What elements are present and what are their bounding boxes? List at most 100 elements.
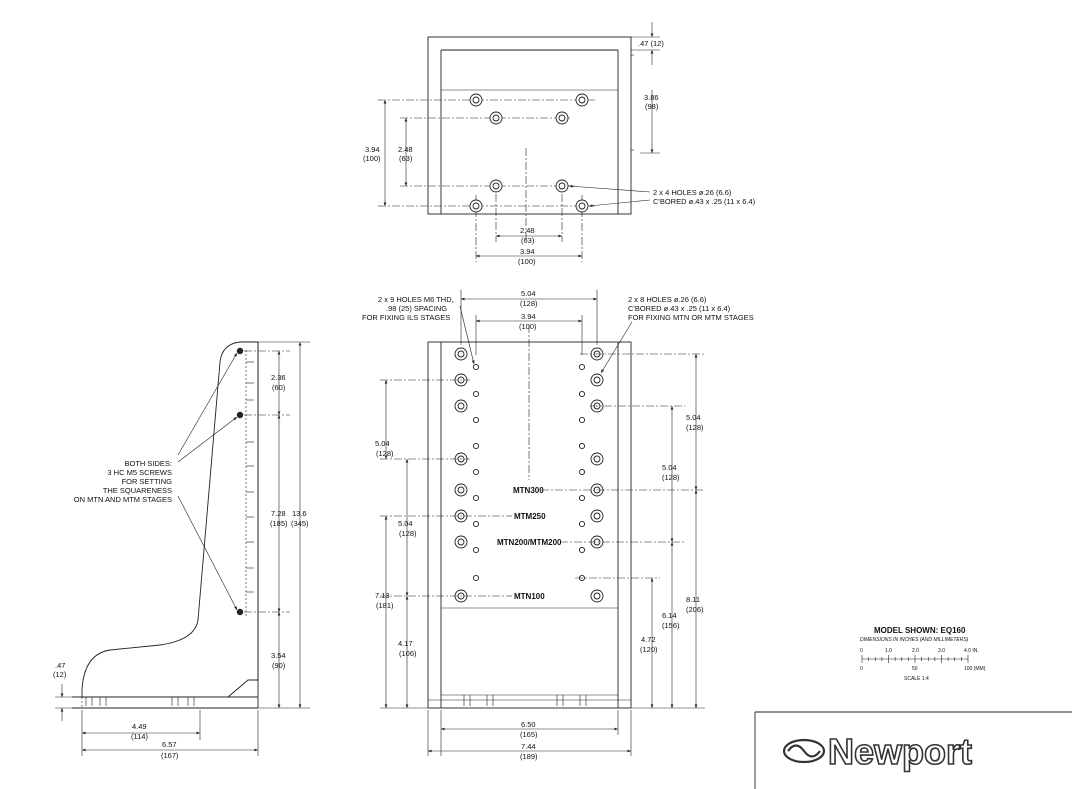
side-note-5: ON MTN AND MTM STAGES	[74, 495, 172, 504]
stage-label-mtn200-mtm200: MTN200/MTM200	[497, 538, 562, 547]
top-hole-note-1: 2 x 4 HOLES ø.26 (6.6)	[653, 188, 732, 197]
scale-inch-tick-4: 4.0 IN.	[964, 648, 979, 654]
dim-span-inner: 3.94	[521, 312, 536, 321]
dim-right-big: 8.11	[686, 595, 700, 604]
title-block: Newport	[754, 711, 1072, 789]
ils-thread-hole	[472, 442, 480, 450]
dim-width-inner-mm: (63)	[521, 236, 535, 245]
scale-inch-tick-1: 1.0	[885, 648, 892, 654]
cbored-hole	[590, 589, 604, 603]
cbored-hole	[454, 347, 468, 361]
scale-inch-tick-3: 3.0	[938, 648, 945, 654]
scale-mm-tick-2: 100 (MM)	[964, 666, 986, 672]
dim-right-top-mm: (128)	[686, 423, 704, 432]
dim-depth: 3.86	[644, 93, 659, 102]
dim-bottom-inner: 6.50	[521, 720, 536, 729]
top-view: .47 (12) 3.86 (98) 3.94 (100) 2.48 (63) …	[363, 22, 756, 266]
top-hole-note-2: C'BORED ø.43 x .25 (11 x 6.4)	[653, 197, 756, 206]
dim-right-mid2: 6.14	[662, 611, 677, 620]
scale-bar	[861, 655, 969, 663]
dim-right-big-mm: (206)	[686, 605, 704, 614]
side-note-4: THE SQUARENESS	[103, 486, 172, 495]
dim-side-low-seg-mm: (90)	[272, 661, 286, 670]
side-screw	[236, 608, 244, 616]
stage-label-mtm250: MTM250	[514, 512, 546, 521]
side-screw-ticks	[246, 361, 254, 593]
dim-height-outer-mm: (100)	[363, 154, 381, 163]
ils-thread-hole	[578, 546, 586, 554]
newport-logo-icon	[782, 738, 826, 764]
side-screw	[236, 411, 244, 419]
dim-height-inner: 2.48	[398, 145, 413, 154]
dim-left-mid-mm: (128)	[399, 529, 417, 538]
cbored-hole	[454, 399, 468, 413]
dim-side-total: 13.6	[292, 509, 307, 518]
side-note-2: 3 HC M5 SCREWS	[107, 468, 172, 477]
ils-thread-hole	[578, 442, 586, 450]
stage-label-mtn100: MTN100	[514, 592, 545, 601]
dim-side-mid-seg: 7.28	[271, 509, 286, 518]
dim-right-mid: 5.04	[662, 463, 677, 472]
cbored-hole	[590, 509, 604, 523]
dim-side-low-seg: 3.54	[271, 651, 286, 660]
cbored-hole	[590, 373, 604, 387]
side-screw	[236, 347, 244, 355]
top-hole	[555, 111, 569, 125]
dim-left-low: 4.17	[398, 639, 413, 648]
scale-mm-tick-1: 50	[912, 666, 918, 672]
dim-side-foot: .47	[55, 661, 65, 670]
top-hole	[575, 93, 589, 107]
dim-side-base-outer-mm: (167)	[161, 751, 179, 760]
top-hole	[469, 93, 483, 107]
front-note-right-2: C'BORED ø.43 x .25 (11 x 6.4)	[628, 304, 731, 313]
cbored-hole	[454, 483, 468, 497]
dim-right-low-mm: (120)	[640, 645, 658, 654]
dim-span-top: 5.04	[521, 289, 536, 298]
dim-left-big-mm: (181)	[376, 601, 394, 610]
ils-thread-hole	[578, 520, 586, 528]
ils-thread-hole	[472, 468, 480, 476]
front-feet	[463, 695, 587, 706]
scale-inch-tick-0: 0	[860, 648, 863, 654]
dim-depth-mm: (98)	[645, 102, 659, 111]
ils-thread-hole	[472, 416, 480, 424]
dim-bottom-outer: 7.44	[521, 742, 536, 751]
dim-left-big: 7.13	[375, 591, 390, 600]
dim-side-base-inner-mm: (114)	[131, 732, 148, 741]
top-hole	[489, 111, 503, 125]
dim-span-top-mm: (128)	[520, 299, 538, 308]
side-note-1: BOTH SIDES:	[124, 459, 172, 468]
front-note-left-3: FOR FIXING ILS STAGES	[362, 313, 450, 322]
ils-thread-hole	[472, 494, 480, 502]
dim-right-low: 4.72	[641, 635, 656, 644]
dim-span-inner-mm: (100)	[519, 322, 537, 331]
dim-side-foot-mm: (12)	[53, 670, 67, 679]
ils-thread-hole	[578, 494, 586, 502]
side-feet	[85, 697, 195, 706]
dim-bottom-outer-mm: (189)	[520, 752, 538, 761]
ils-thread-hole	[472, 520, 480, 528]
front-note-right-1: 2 x 8 HOLES ø.26 (6.6)	[628, 295, 707, 304]
dim-left-upper-mm: (128)	[376, 449, 394, 458]
dim-top-gap: .47 (12)	[638, 39, 664, 48]
ils-thread-hole	[472, 363, 480, 371]
top-hole	[469, 199, 483, 213]
dim-side-base-outer: 6.57	[162, 740, 177, 749]
front-note-left-1: 2 x 9 HOLES M6 THD,	[378, 295, 454, 304]
ils-thread-hole	[578, 363, 586, 371]
scale-legend: MODEL SHOWN: EQ160 DIMENSIONS IN INCHES …	[860, 626, 986, 682]
top-hole	[575, 199, 589, 213]
model-title: MODEL SHOWN: EQ160	[874, 626, 966, 635]
scale-mm-tick-0: 0	[860, 666, 863, 672]
top-hole	[555, 179, 569, 193]
stage-label-mtn300: MTN300	[513, 486, 544, 495]
side-view: BOTH SIDES: 3 HC M5 SCREWS FOR SETTING T…	[53, 341, 310, 760]
dim-left-low-mm: (106)	[399, 649, 417, 658]
ils-thread-hole	[472, 574, 480, 582]
dim-width-inner: 2.48	[520, 226, 535, 235]
ils-thread-hole	[472, 390, 480, 398]
ils-thread-hole	[472, 546, 480, 554]
units-subtitle: DIMENSIONS IN INCHES (AND MILLIMETERS)	[860, 637, 969, 643]
dim-side-base-inner: 4.49	[132, 722, 147, 731]
brand-name: Newport	[828, 731, 972, 772]
